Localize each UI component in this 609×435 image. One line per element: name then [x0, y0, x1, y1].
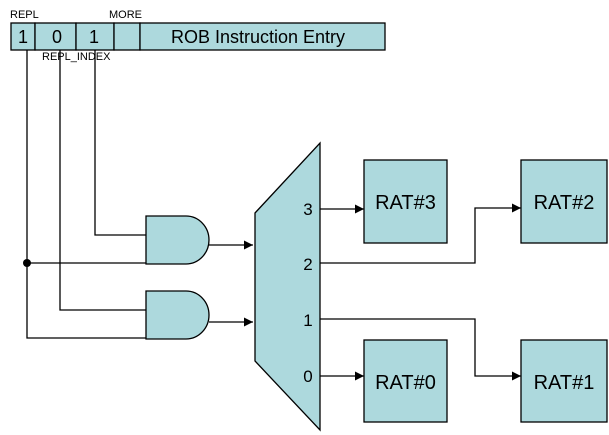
entry-field-index-lo-value: 1 — [89, 27, 99, 47]
rat-1-label: RAT#1 — [534, 372, 595, 394]
entry-field-index-hi — [34, 22, 77, 51]
repl-index-label: REPL_INDEX — [42, 51, 111, 63]
rat-0-label: RAT#0 — [375, 372, 436, 394]
repl-label: REPL — [10, 9, 39, 21]
and-gates — [145, 215, 253, 340]
entry-field-repl-value: 1 — [18, 27, 28, 47]
mux-port-0: 0 — [303, 367, 312, 386]
control-wires — [23, 50, 146, 339]
wire-index-lo — [94, 50, 146, 236]
rat-2-box — [520, 159, 608, 244]
mux-port-1: 1 — [303, 311, 312, 330]
mux-body — [254, 141, 321, 432]
rat-0-box — [363, 339, 448, 423]
rat-3-label: RAT#3 — [375, 192, 436, 214]
entry-field-index-hi-value: 0 — [52, 27, 62, 47]
entry-field-more — [113, 22, 141, 51]
output-wires — [320, 203, 521, 381]
rat-boxes: RAT#3 RAT#2 RAT#0 RAT#1 — [363, 159, 608, 423]
and-gate-lower — [145, 290, 210, 340]
junction-dot — [23, 259, 31, 267]
mux-port-2: 2 — [303, 255, 312, 274]
entry-field-instruction — [139, 22, 386, 51]
wire-index-hi — [59, 50, 146, 311]
and-gate-upper — [145, 215, 210, 265]
rat-1-box — [520, 339, 608, 423]
entry-field-repl — [10, 22, 36, 51]
rat-2-label: RAT#2 — [534, 192, 595, 214]
entry-field-instruction-label: ROB Instruction Entry — [171, 27, 345, 47]
wire-repl — [26, 50, 146, 339]
wire-port-1 — [320, 318, 521, 381]
mux-port-3: 3 — [303, 200, 312, 219]
rob-entry: 1 0 1 ROB Instruction Entry REPL MORE RE… — [10, 9, 386, 63]
wire-port-2 — [320, 203, 521, 264]
rat-3-box — [363, 159, 448, 244]
more-label: MORE — [109, 9, 142, 21]
multiplexer: 3 2 1 0 — [254, 141, 321, 432]
